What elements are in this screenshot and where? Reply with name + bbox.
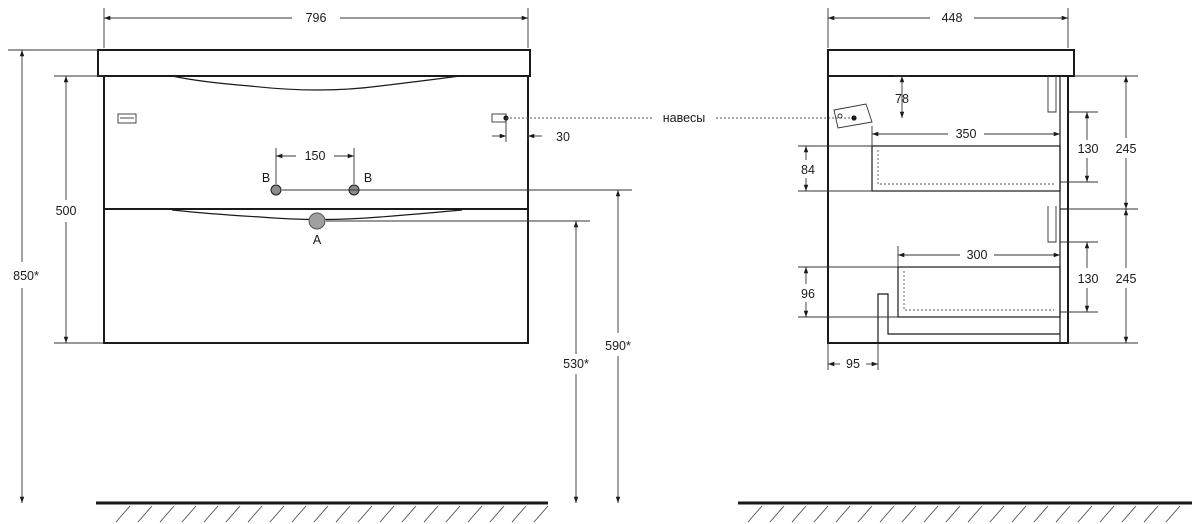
drain-a-label: A [313, 233, 322, 247]
hole-b-left [270, 184, 282, 196]
floor-hatch-line [313, 505, 329, 523]
front-floor [96, 501, 549, 523]
dim-hinge-offset-label: 30 [556, 130, 570, 144]
side-hinge-bracket [833, 103, 873, 129]
hinges-label: навесы [663, 111, 706, 125]
basin-curve-upper [171, 75, 461, 91]
floor-hatch-line [1121, 505, 1137, 523]
floor-hatch-line [137, 505, 153, 523]
floor-hatch-line [1011, 505, 1027, 523]
dim-depth-448: 448 [827, 8, 1069, 48]
floor-hatch-line [511, 505, 527, 523]
dim-lower-inner-height-label: 130 [1078, 272, 1099, 286]
dim-lower-drawer-depth-label: 300 [967, 248, 988, 262]
floor-hatch-line [769, 505, 785, 523]
floor-hatch-line [1055, 505, 1071, 523]
floor-hatch-line [401, 505, 417, 523]
floor-hatch-line [269, 505, 285, 523]
side-view: 448 78 350 84 130 [738, 8, 1192, 523]
upper-handle-profile [1047, 76, 1057, 113]
floor-hatch-line [489, 505, 505, 523]
floor-hatch-line [1165, 505, 1181, 523]
side-countertop [827, 49, 1075, 77]
floor-hatch-line [1033, 505, 1049, 523]
dim-notch-width: 95 [827, 343, 879, 371]
floor-hatch-line [467, 505, 483, 523]
floor-hatch-line [879, 505, 895, 523]
hole-b-right-label: B [364, 171, 372, 185]
floor-hatch-line [923, 505, 939, 523]
dim-notch-width-label: 95 [846, 357, 860, 371]
hole-b-left-label: B [262, 171, 270, 185]
dim-hinge-offset: 30 [492, 118, 570, 144]
dim-upper-section-height: 245 [1068, 75, 1138, 210]
front-countertop [97, 49, 531, 77]
dim-lower-inner-height: 130 [1060, 241, 1099, 313]
dim-height-500-label: 500 [56, 204, 77, 218]
dim-upper-inner-height: 130 [1060, 111, 1099, 183]
dim-hinge-drop-label: 78 [895, 92, 909, 106]
floor-hatch-line [181, 505, 197, 523]
floor-hatch-line [225, 505, 241, 523]
dim-hole-spacing: 150 [275, 148, 355, 184]
upper-drawer [871, 145, 1061, 192]
dim-height-850-label: 850* [13, 269, 39, 283]
dim-height-530: 530* [326, 220, 590, 503]
floor-hatch-line [291, 505, 307, 523]
dim-height-590: 590* [282, 189, 632, 503]
floor-hatch-line [335, 505, 351, 523]
dim-lower-front-height-label: 96 [801, 287, 815, 301]
floor-hatch-line [901, 505, 917, 523]
dim-lower-drawer-depth: 300 [897, 246, 1060, 267]
dim-height-590-label: 590* [605, 339, 631, 353]
dim-lower-front-height: 96 [798, 266, 898, 318]
side-floor [738, 501, 1192, 523]
floor-hatch-line [1143, 505, 1159, 523]
floor-hatch-line [115, 505, 131, 523]
lower-handle-profile [1047, 206, 1057, 243]
dim-lower-section-height-label: 245 [1116, 272, 1137, 286]
dim-hole-spacing-label: 150 [305, 149, 326, 163]
dim-hinge-drop: 78 [894, 75, 910, 118]
floor-hatch-line [1077, 505, 1093, 523]
floor-hatch-line [967, 505, 983, 523]
floor-hatch-line [247, 505, 263, 523]
dim-width-796: 796 [103, 8, 529, 48]
floor-hatch-line [791, 505, 807, 523]
floor-hatch-line [379, 505, 395, 523]
floor-hatch-line [1099, 505, 1115, 523]
floor-hatch-line [989, 505, 1005, 523]
floor-hatch-line [533, 505, 549, 523]
floor-hatch-line [835, 505, 851, 523]
side-cabinet-body [827, 75, 1069, 344]
dim-lower-section-height: 245 [1068, 209, 1138, 344]
lower-drawer [897, 266, 1061, 318]
dim-width-label: 796 [306, 11, 327, 25]
dim-height-500: 500 [54, 75, 104, 344]
dim-upper-drawer-depth-label: 350 [956, 127, 977, 141]
floor-hatch-line [159, 505, 175, 523]
hinge-left [117, 113, 137, 124]
floor-hatch-line [423, 505, 439, 523]
dim-height-850: 850* [8, 49, 98, 503]
siphon-notch [877, 293, 1060, 343]
floor-hatch-line [945, 505, 961, 523]
dim-upper-front-height-label: 84 [801, 163, 815, 177]
dim-upper-section-height-label: 245 [1116, 142, 1137, 156]
drain-a [308, 212, 326, 230]
floor-hatch-line [357, 505, 373, 523]
floor-hatch-line [203, 505, 219, 523]
floor-hatch-line [445, 505, 461, 523]
dim-upper-drawer-depth: 350 [871, 126, 1060, 146]
floor-hatch-line [857, 505, 873, 523]
dim-upper-front-height: 84 [798, 145, 872, 192]
hinges-leader: навесы [506, 111, 852, 125]
dim-height-530-label: 530* [563, 357, 589, 371]
dim-upper-inner-height-label: 130 [1078, 142, 1099, 156]
floor-hatch-line [813, 505, 829, 523]
front-view: 796 850* 500 150 B B A [8, 8, 632, 523]
floor-hatch-line [747, 505, 763, 523]
dim-depth-448-label: 448 [942, 11, 963, 25]
